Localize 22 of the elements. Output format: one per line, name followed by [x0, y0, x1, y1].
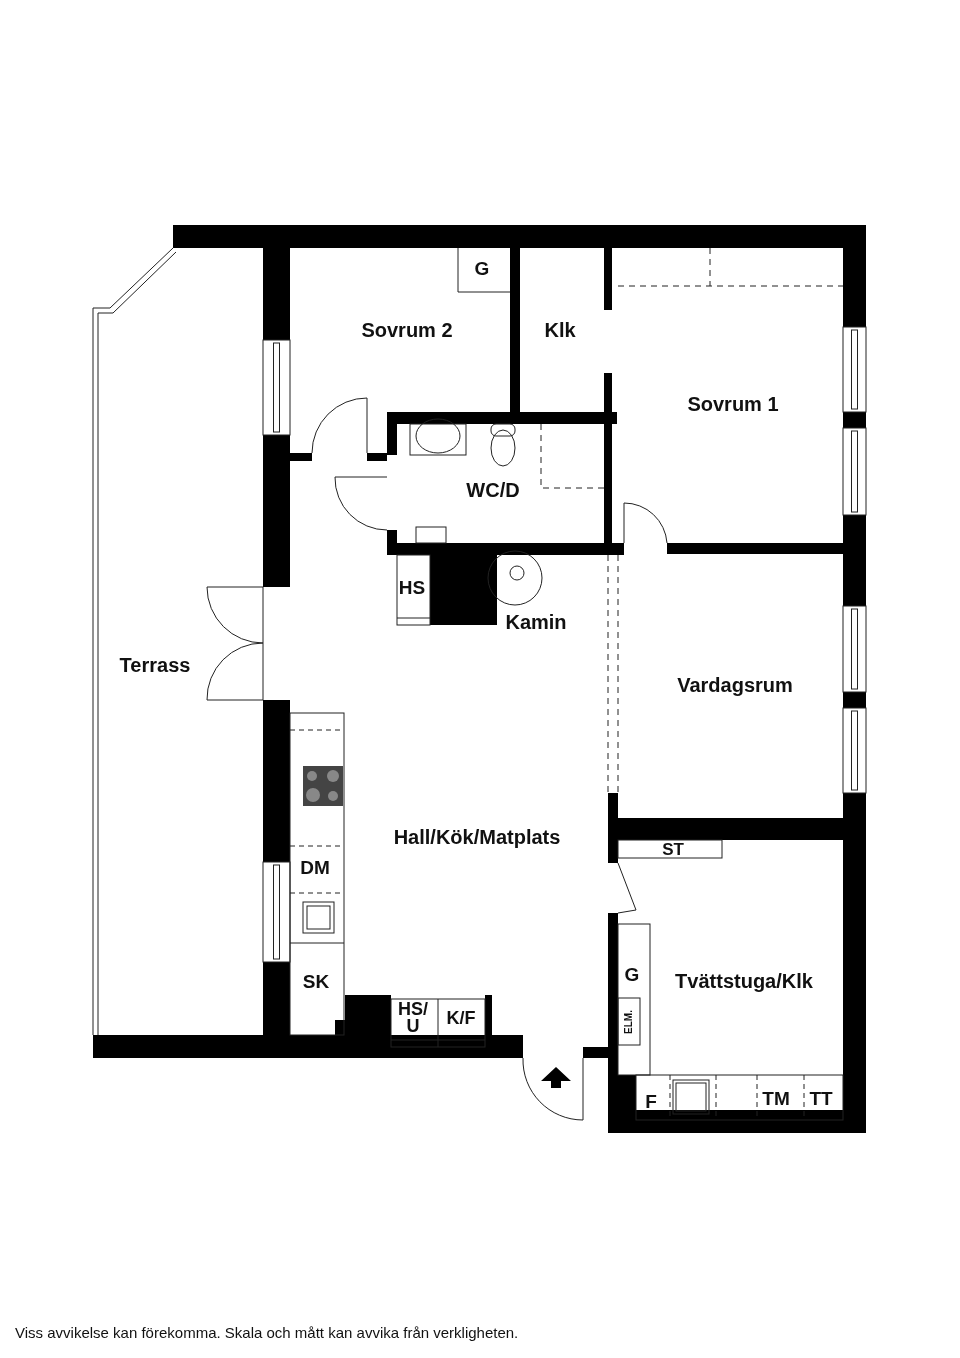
fixture-label: G: [474, 258, 490, 280]
room-label: Hall/Kök/Matplats: [393, 826, 561, 848]
room-label: Klk: [544, 319, 576, 341]
fixture-label: TT: [809, 1088, 833, 1110]
room-label: WC/D: [466, 479, 520, 501]
fixture-label: ST: [662, 840, 684, 860]
room-label: Kamin: [505, 611, 567, 633]
room-label: Sovrum 1: [687, 393, 779, 415]
fixture-label: HS: [398, 577, 426, 599]
fixture-label: HS/ U: [397, 1000, 429, 1036]
fixture-label: DM: [300, 857, 330, 879]
room-label: Terrass: [119, 654, 191, 676]
fixture-label: F: [645, 1091, 657, 1113]
fixture-label: ELM.: [622, 1010, 634, 1034]
room-label: Sovrum 2: [361, 319, 453, 341]
room-label: Tvättstuga/Klk: [675, 970, 813, 992]
fixture-label: SK: [302, 971, 330, 993]
room-label: Vardagsrum: [677, 674, 793, 696]
disclaimer-caption: Viss avvikelse kan förekomma. Skala och mått kan avvika från verkligheten.: [15, 1324, 519, 1341]
fixture-label: TM: [762, 1088, 790, 1110]
fixture-label: G: [624, 964, 640, 986]
fixture-label: K/F: [446, 1009, 476, 1029]
